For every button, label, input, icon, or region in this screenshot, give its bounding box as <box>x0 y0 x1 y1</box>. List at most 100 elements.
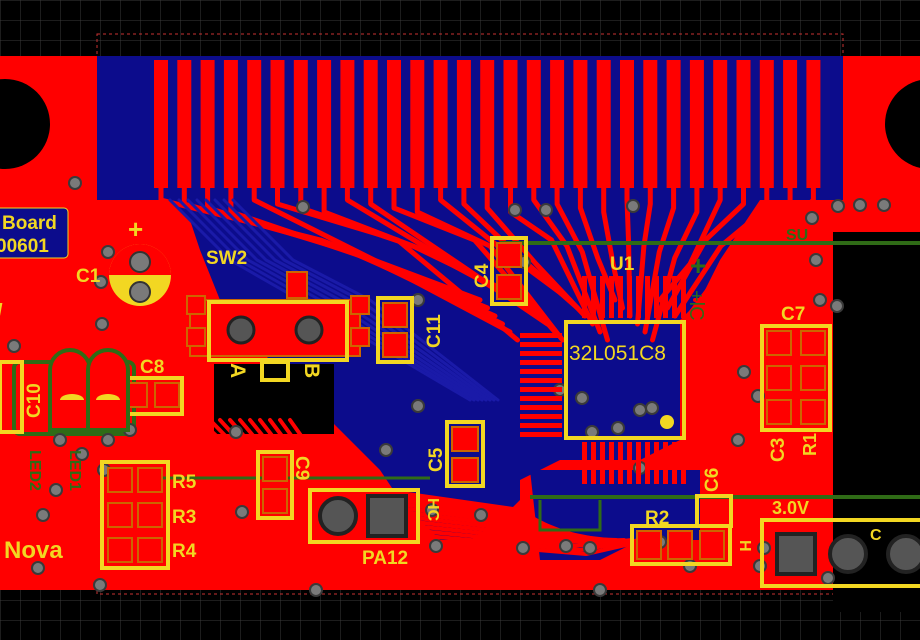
capacitor-c9[interactable] <box>256 450 294 520</box>
label-led2: LED2 <box>26 450 43 491</box>
trace <box>680 183 793 327</box>
label-c6: C6 <box>702 468 723 492</box>
board-title-line1: Board <box>2 213 57 234</box>
edge-finger <box>550 60 565 188</box>
label-pa12: PA12 <box>362 548 408 569</box>
via <box>31 561 45 575</box>
connector-3v0[interactable] <box>760 518 920 588</box>
label-led1: LED1 <box>66 450 83 491</box>
board-title-label: Board 00601 <box>0 207 69 259</box>
via <box>821 571 835 585</box>
u1-pin <box>600 442 605 484</box>
via <box>75 447 89 461</box>
u1-pin <box>681 442 686 484</box>
trace <box>672 183 770 319</box>
header-pa12[interactable] <box>308 488 420 544</box>
capacitor-c4[interactable] <box>490 236 528 306</box>
via <box>831 199 845 213</box>
edge-finger <box>154 60 168 188</box>
label-c1: C1 <box>76 266 101 287</box>
resistor-r2[interactable] <box>630 494 733 566</box>
label-c7: C7 <box>781 304 805 325</box>
label-c5: C5 <box>426 447 447 472</box>
switch-sw2[interactable] <box>186 271 370 382</box>
u1-pin <box>609 276 614 318</box>
via <box>645 401 659 415</box>
u1-pin <box>672 276 677 318</box>
edge-finger <box>433 60 448 188</box>
label-r4: R4 <box>172 541 197 562</box>
edge-finger <box>247 60 262 188</box>
u1-pin <box>609 442 614 484</box>
label-h: H <box>736 540 753 552</box>
resistor-array[interactable] <box>100 460 170 570</box>
edge-finger <box>736 60 751 188</box>
capacitor-c7-c3[interactable] <box>760 324 832 432</box>
edge-finger <box>573 60 588 188</box>
via <box>853 198 867 212</box>
u1-pin <box>520 351 562 356</box>
u1-pin <box>645 442 650 484</box>
edge-finger <box>689 60 704 188</box>
trace <box>251 183 513 335</box>
u1-pin <box>688 396 730 401</box>
label-connector-c: C <box>870 527 882 544</box>
capacitor-c10[interactable] <box>0 360 24 434</box>
led-pair[interactable] <box>48 348 130 432</box>
edge-finger <box>713 60 728 188</box>
via <box>53 433 67 447</box>
via <box>583 541 597 555</box>
trace <box>461 183 580 311</box>
via <box>68 176 82 190</box>
via <box>877 198 891 212</box>
u1-pin <box>582 442 587 484</box>
label-u1: U1 <box>610 254 635 275</box>
label-r1: R1 <box>800 433 820 456</box>
u1-pin <box>520 378 562 383</box>
via <box>411 399 425 413</box>
capacitor-c11[interactable] <box>376 296 414 364</box>
u1-pin <box>688 351 730 356</box>
via <box>93 578 107 592</box>
u1-pin <box>618 276 623 318</box>
label-sw2: SW2 <box>206 248 247 269</box>
label-c10: C10 <box>24 383 45 418</box>
via <box>474 508 488 522</box>
trace <box>665 183 746 311</box>
u1-pin <box>600 276 605 318</box>
u1-pin <box>688 414 730 419</box>
edge-finger <box>177 60 192 188</box>
via <box>49 483 63 497</box>
trace <box>278 418 642 552</box>
u1-pin <box>688 432 730 437</box>
via <box>309 583 323 597</box>
mcu-u1[interactable] <box>520 276 730 484</box>
display-window-right <box>833 232 920 240</box>
u1-pin <box>582 276 587 318</box>
trace <box>508 183 595 327</box>
label-plus-mark: + <box>690 250 706 281</box>
capacitor-c1[interactable] <box>109 244 171 306</box>
edge-finger <box>526 60 541 188</box>
label-sw2-b: B <box>300 363 323 378</box>
u1-pin <box>672 442 677 484</box>
label-r5: R5 <box>172 472 197 493</box>
label-r2: R2 <box>645 508 669 529</box>
edge-finger <box>223 60 238 188</box>
capacitor-c5[interactable] <box>445 420 485 488</box>
via <box>7 339 21 353</box>
via <box>830 299 844 313</box>
edge-finger <box>806 60 821 188</box>
u1-pin <box>520 342 562 347</box>
edge-finger <box>293 60 308 188</box>
edge-finger <box>596 60 611 188</box>
mounting-hole-left <box>0 79 50 169</box>
via <box>516 541 530 555</box>
via <box>429 539 443 553</box>
via <box>575 391 589 405</box>
u1-pin <box>591 276 596 318</box>
trace-bottom <box>231 198 500 402</box>
edge-finger <box>456 60 471 188</box>
label-c3: C3 <box>768 438 789 462</box>
